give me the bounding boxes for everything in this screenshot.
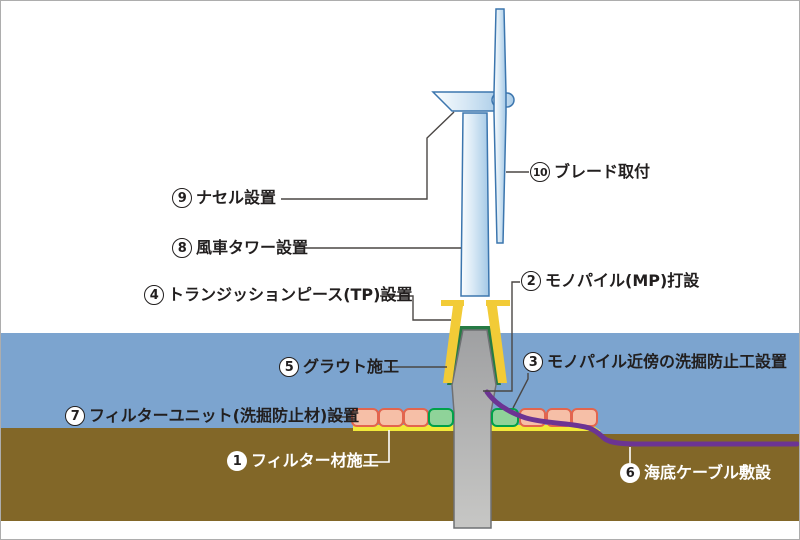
connector-step1 — [364, 430, 390, 463]
tp-stem-right — [487, 306, 507, 383]
connector-step9 — [281, 111, 455, 200]
filter-unit-block — [378, 408, 404, 427]
submarine-cable — [484, 389, 799, 447]
tp-flare-right — [486, 300, 510, 306]
blade — [493, 8, 507, 244]
scour-block-near-pile — [428, 408, 454, 427]
connector-step4 — [380, 295, 451, 321]
seabed — [1, 428, 799, 521]
tp-stem-left — [443, 306, 463, 383]
turbine-tower — [460, 112, 490, 297]
connector-step2 — [483, 281, 520, 392]
transition-piece — [441, 300, 510, 383]
connector-lines-dark — [281, 111, 529, 418]
connector-lines-white — [364, 430, 631, 463]
filter-unit-block — [351, 408, 379, 427]
connector-step3 — [512, 373, 529, 409]
tp-flare-left — [441, 300, 464, 306]
monopile — [451, 329, 497, 529]
filter-unit-block — [403, 408, 429, 427]
